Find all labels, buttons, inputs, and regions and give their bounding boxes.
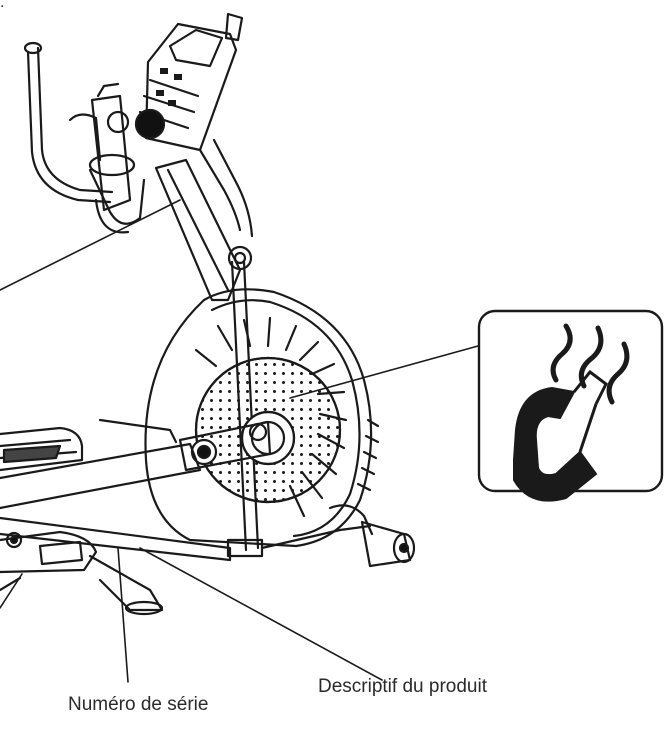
leader-line-description	[139, 547, 383, 681]
upright-mast	[154, 138, 254, 302]
flywheel-housing	[144, 288, 380, 548]
pedal-rail	[0, 418, 232, 562]
leader-line-serial	[117, 547, 129, 683]
product-description-label: Descriptif du produit	[318, 676, 487, 697]
cup-holder	[68, 113, 146, 234]
left-handlebar	[23, 41, 132, 212]
serial-number-label: Numéro de série	[68, 694, 209, 715]
callout-lines	[0, 199, 479, 683]
console	[106, 12, 244, 152]
leader-line-cropped-bottom	[0, 573, 23, 609]
base-frame	[0, 504, 416, 616]
pedal	[0, 426, 84, 472]
cropped-text-fragment: .	[0, 0, 5, 11]
leader-line-cropped-left	[0, 199, 181, 291]
leader-line-magnet	[289, 345, 479, 399]
magnet-warning-icon	[477, 309, 664, 502]
